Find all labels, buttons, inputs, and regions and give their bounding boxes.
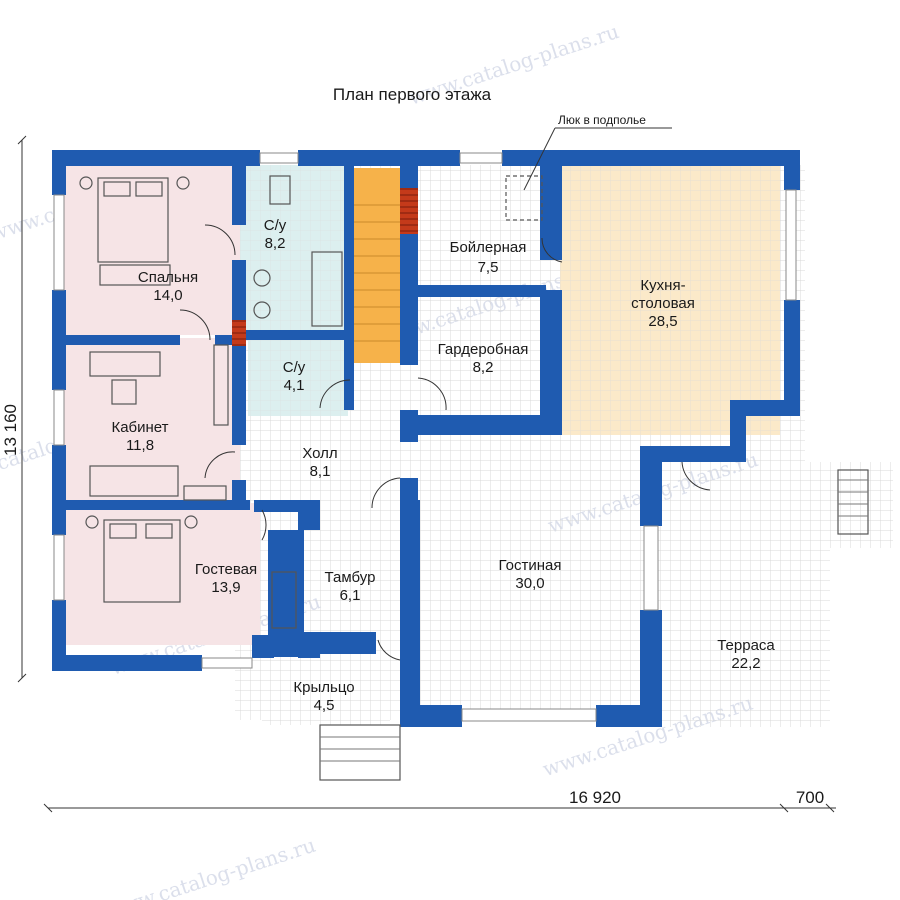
room-area: 28,5 <box>648 313 677 330</box>
bedroom-floor <box>60 165 240 335</box>
room-name: С/у <box>264 217 287 234</box>
hatch-callout: Люк в подполье <box>523 113 672 191</box>
room-area: 4,5 <box>314 697 335 714</box>
terrace-stair-area <box>826 462 893 548</box>
width-dimension: 16 920 <box>569 788 621 807</box>
height-dimension: 13 160 <box>1 404 20 456</box>
furniture <box>79 175 869 781</box>
room-name: Кабинет <box>111 419 168 436</box>
room-area: 11,8 <box>126 437 154 454</box>
room-area: 7,5 <box>478 259 499 276</box>
plan-title: План первого этажа <box>333 85 492 104</box>
room-name: С/у <box>283 359 306 376</box>
watermark: www.catalog-plans.ru <box>102 833 318 900</box>
guest-floor <box>60 503 260 645</box>
room-area: 30,0 <box>515 575 544 592</box>
dimension-lines: 16 920 700 13 160 <box>1 135 836 813</box>
room-name: Гостиная <box>499 557 562 574</box>
room-name: Холл <box>302 445 337 462</box>
room-area: 6,1 <box>340 587 361 604</box>
room-name: Бойлерная <box>450 239 527 256</box>
stair-steps <box>320 479 868 762</box>
room-name: Крыльцо <box>293 679 354 696</box>
room-name-line2: столовая <box>631 295 695 312</box>
room-area: 8,1 <box>310 463 331 480</box>
room-name: Терраса <box>717 637 775 654</box>
room-area: 13,9 <box>211 579 240 596</box>
room-name: Спальня <box>138 269 198 286</box>
room-area: 4,1 <box>284 377 305 394</box>
chimney-brick <box>232 320 246 346</box>
room-name: Гостевая <box>195 561 257 578</box>
room-labels: Спальня 14,0 С/у 8,2 Бойлерная 7,5 Кухня… <box>111 217 775 714</box>
hatch-label: Люк в подполье <box>558 113 646 127</box>
stair-treads <box>352 204 400 342</box>
chimney-brick <box>400 188 418 234</box>
room-area: 8,2 <box>473 359 494 376</box>
walls <box>52 150 800 727</box>
room-area: 14,0 <box>153 287 182 304</box>
doors <box>179 224 711 661</box>
staircase <box>352 168 400 363</box>
room-area: 22,2 <box>731 655 760 672</box>
terrace-dimension: 700 <box>796 788 824 807</box>
room-name: Гардеробная <box>438 341 529 358</box>
room-name: Тамбур <box>325 569 376 586</box>
room-name: Кухня- <box>640 277 685 294</box>
room-area: 8,2 <box>265 235 286 252</box>
floors <box>60 165 893 727</box>
windows <box>53 152 797 722</box>
